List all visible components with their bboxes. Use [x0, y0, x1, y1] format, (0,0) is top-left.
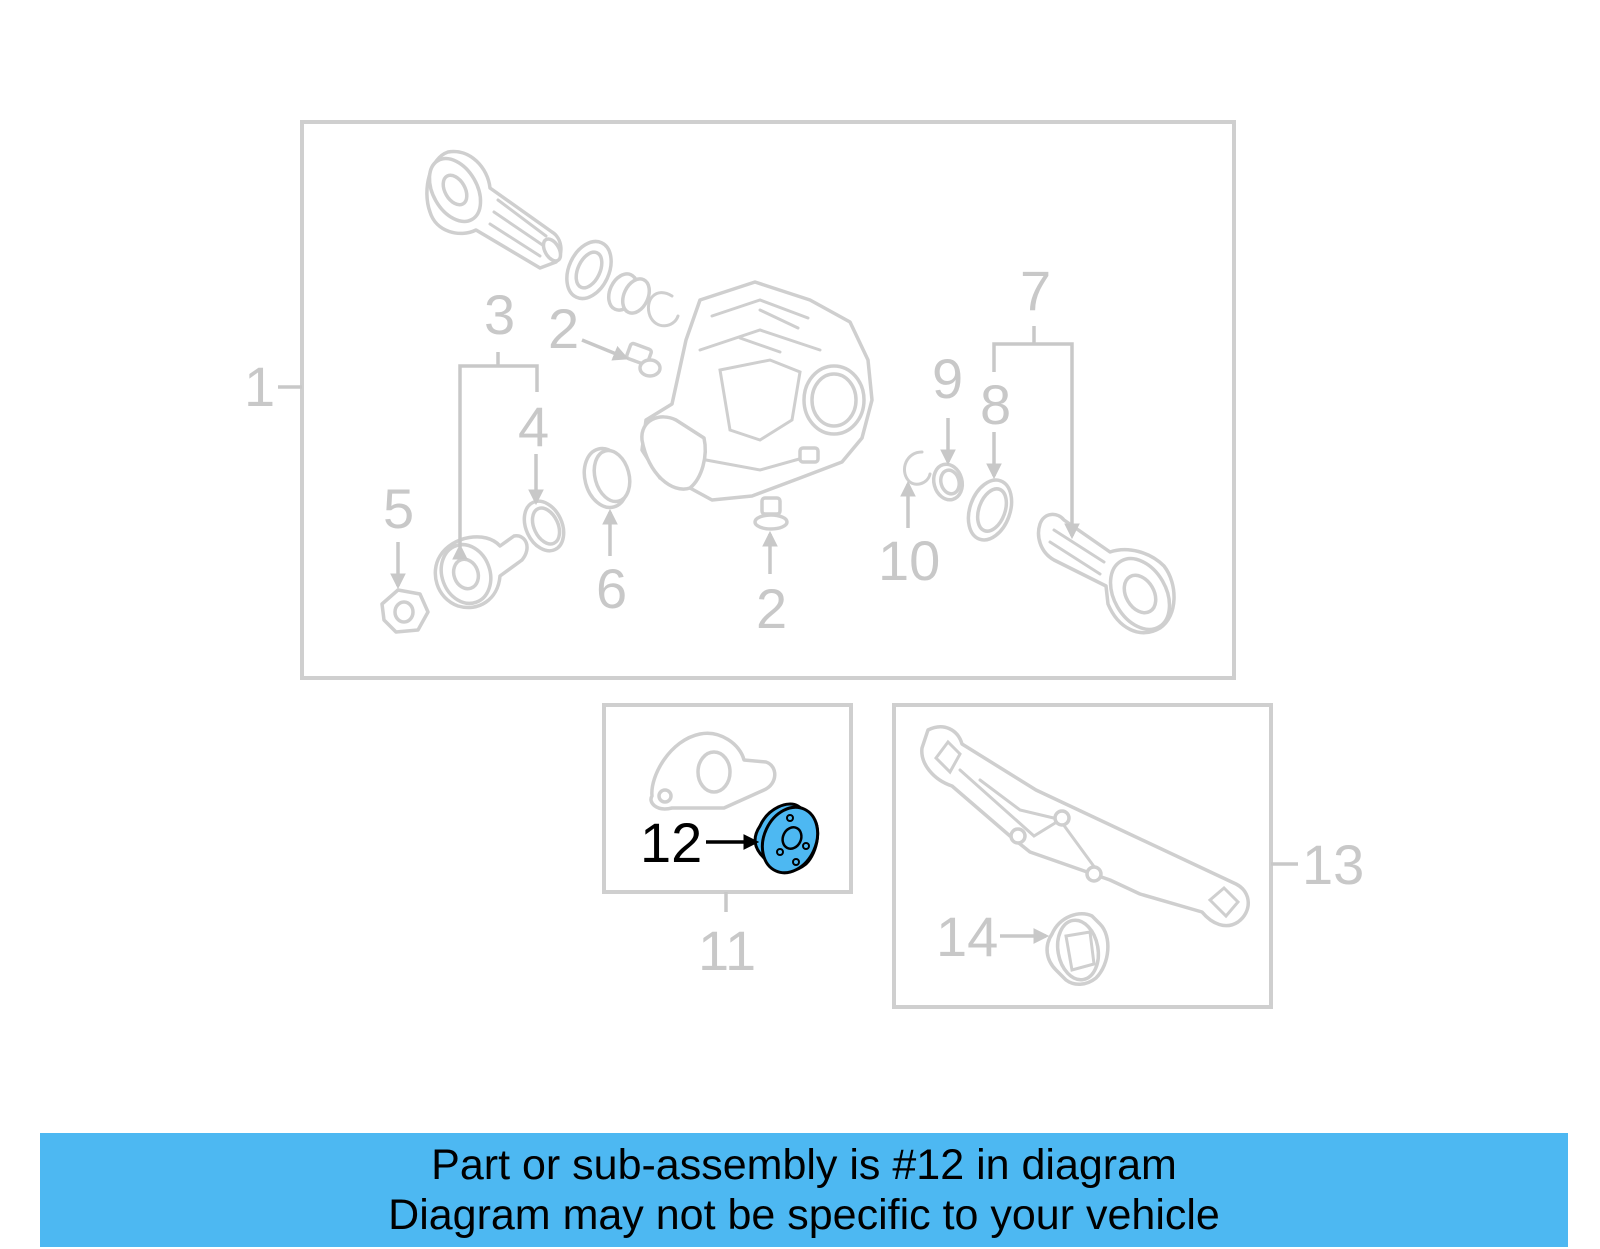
callout-1: 1	[244, 355, 275, 418]
callout-9: 9	[932, 347, 963, 410]
callout-8: 8	[980, 373, 1011, 436]
info-banner: Part or sub-assembly is #12 in diagram D…	[40, 1133, 1568, 1247]
crossmember-13	[920, 725, 1250, 928]
callout-12: 12	[640, 811, 702, 874]
callout-2-lower: 2	[756, 577, 787, 640]
group-box-1	[300, 120, 1236, 680]
output-flange-shaft-right	[1036, 512, 1176, 635]
callout-10: 10	[878, 529, 940, 592]
seal-ring-6	[582, 446, 632, 510]
callout-4: 4	[518, 395, 549, 458]
seal-rings-upper	[565, 239, 680, 328]
plug-upper	[625, 341, 662, 378]
seal-9	[931, 462, 965, 502]
mount-bracket-11	[649, 731, 777, 811]
callout-14: 14	[936, 905, 998, 968]
input-flange-3	[433, 534, 529, 610]
callout-11: 11	[698, 919, 756, 982]
callout-13: 13	[1302, 833, 1364, 896]
bushing-12-highlighted[interactable]	[752, 798, 828, 882]
banner-line-part-number: Part or sub-assembly is #12 in diagram	[431, 1141, 1177, 1189]
bushing-14	[1045, 912, 1110, 986]
leader-2-upper	[581, 338, 629, 361]
plug-lower	[753, 496, 789, 531]
differential-housing	[640, 280, 874, 502]
callout-5: 5	[383, 477, 414, 540]
nut-5	[380, 588, 430, 634]
callout-3: 3	[484, 283, 515, 346]
callout-2-upper: 2	[548, 297, 579, 360]
output-flange-shaft-left	[425, 149, 563, 270]
callout-6: 6	[596, 557, 627, 620]
snap-ring-10	[903, 450, 932, 486]
seal-8	[966, 478, 1014, 542]
banner-line-disclaimer: Diagram may not be specific to your vehi…	[388, 1191, 1220, 1239]
callout-7: 7	[1020, 259, 1051, 322]
group-box-13	[892, 703, 1273, 1009]
